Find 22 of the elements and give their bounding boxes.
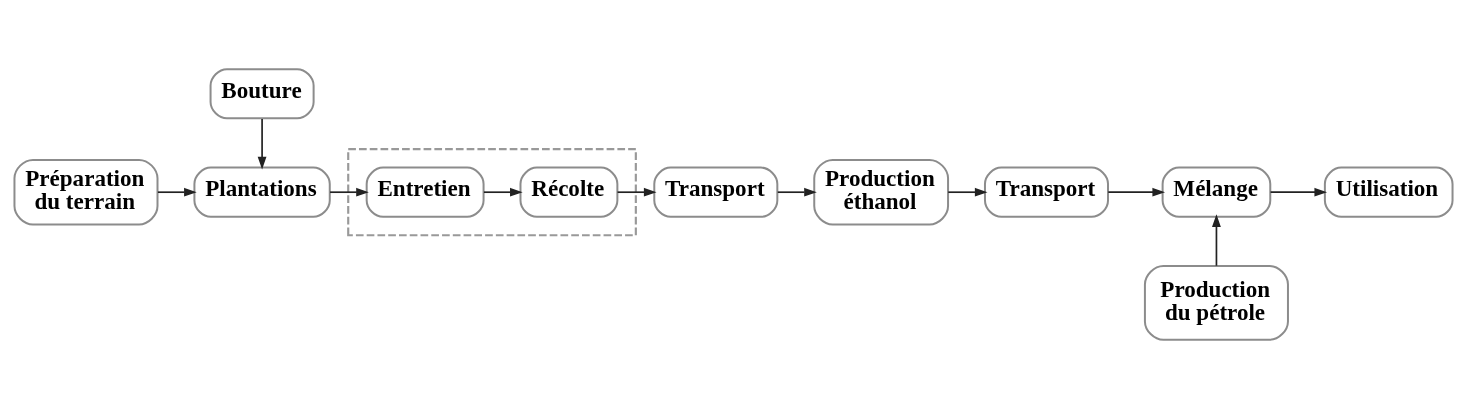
- arrow: [616, 187, 657, 197]
- node-box: Récolte: [519, 166, 619, 218]
- arrow: [483, 187, 523, 197]
- cluster: [347, 147, 637, 236]
- node-box: Production du pétrole: [1143, 264, 1289, 341]
- node-box: Utilisation: [1323, 166, 1454, 218]
- node-box: Production éthanol: [813, 158, 950, 225]
- node-box: Entretien: [365, 166, 485, 218]
- arrow: [1107, 187, 1166, 197]
- arrow: [776, 187, 817, 197]
- node-box: Mélange: [1161, 166, 1272, 218]
- arrow: [157, 187, 197, 197]
- arrow: [1269, 187, 1328, 197]
- node-box: Bouture: [209, 67, 315, 119]
- arrow: [257, 117, 267, 169]
- node-box: Plantations: [193, 166, 331, 218]
- arrow: [329, 187, 369, 197]
- arrow: [947, 187, 988, 197]
- arrow: [1212, 213, 1221, 267]
- node-box: Préparation du terrain: [13, 158, 159, 225]
- node-box: Transport: [653, 166, 779, 218]
- node-box: Transport: [983, 166, 1109, 218]
